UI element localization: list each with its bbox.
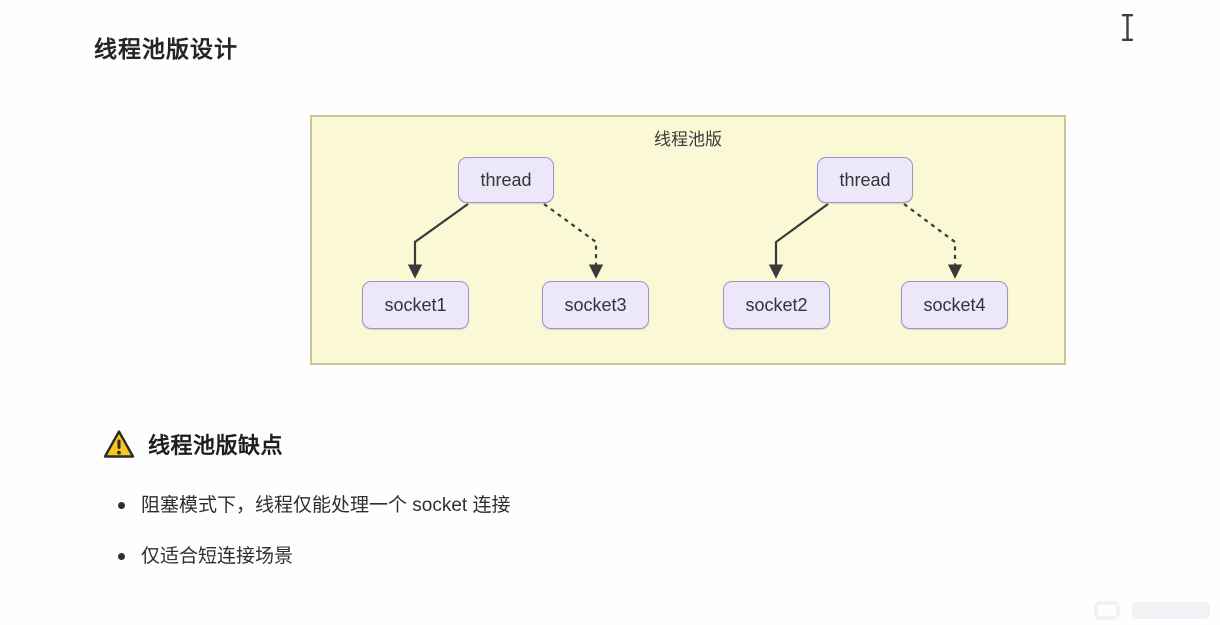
edge-thread2-to-socket4 bbox=[903, 203, 963, 279]
drawback-item: 阻塞模式下，线程仅能处理一个 socket 连接 bbox=[117, 494, 510, 517]
edge-thread2-to-socket2 bbox=[768, 203, 829, 279]
node-label: thread bbox=[839, 169, 891, 190]
text-ibeam-cursor-icon bbox=[1121, 14, 1134, 41]
thread-pool-diagram: 线程池版 thread thread socket1 socket3 socke… bbox=[310, 115, 1066, 365]
watermark-tv-icon bbox=[1094, 601, 1120, 620]
node-socket2: socket2 bbox=[723, 281, 830, 329]
warning-triangle-icon bbox=[103, 429, 135, 458]
node-label: socket4 bbox=[923, 294, 986, 315]
warning-heading-row: 线程池版缺点 bbox=[103, 428, 283, 460]
drawback-item: 仅适合短连接场景 bbox=[117, 545, 510, 568]
node-label: thread bbox=[480, 169, 532, 190]
node-label: socket2 bbox=[745, 294, 808, 315]
watermark-text-shape bbox=[1132, 602, 1210, 619]
drawback-list: 阻塞模式下，线程仅能处理一个 socket 连接 仅适合短连接场景 bbox=[117, 494, 510, 596]
node-socket3: socket3 bbox=[542, 281, 649, 329]
diagram-title: 线程池版 bbox=[654, 130, 722, 149]
node-label: socket1 bbox=[384, 294, 447, 315]
node-thread-1: thread bbox=[458, 157, 554, 203]
edge-thread1-to-socket3 bbox=[543, 203, 604, 279]
node-label: socket3 bbox=[564, 294, 627, 315]
warning-heading: 线程池版缺点 bbox=[148, 433, 284, 458]
node-socket1: socket1 bbox=[362, 281, 469, 329]
edge-thread1-to-socket1 bbox=[407, 203, 469, 279]
diagram-edges bbox=[407, 203, 963, 279]
node-socket4: socket4 bbox=[901, 281, 1008, 329]
page-title: 线程池版设计 bbox=[94, 36, 238, 62]
watermark bbox=[1094, 601, 1210, 620]
node-thread-2: thread bbox=[817, 157, 913, 203]
